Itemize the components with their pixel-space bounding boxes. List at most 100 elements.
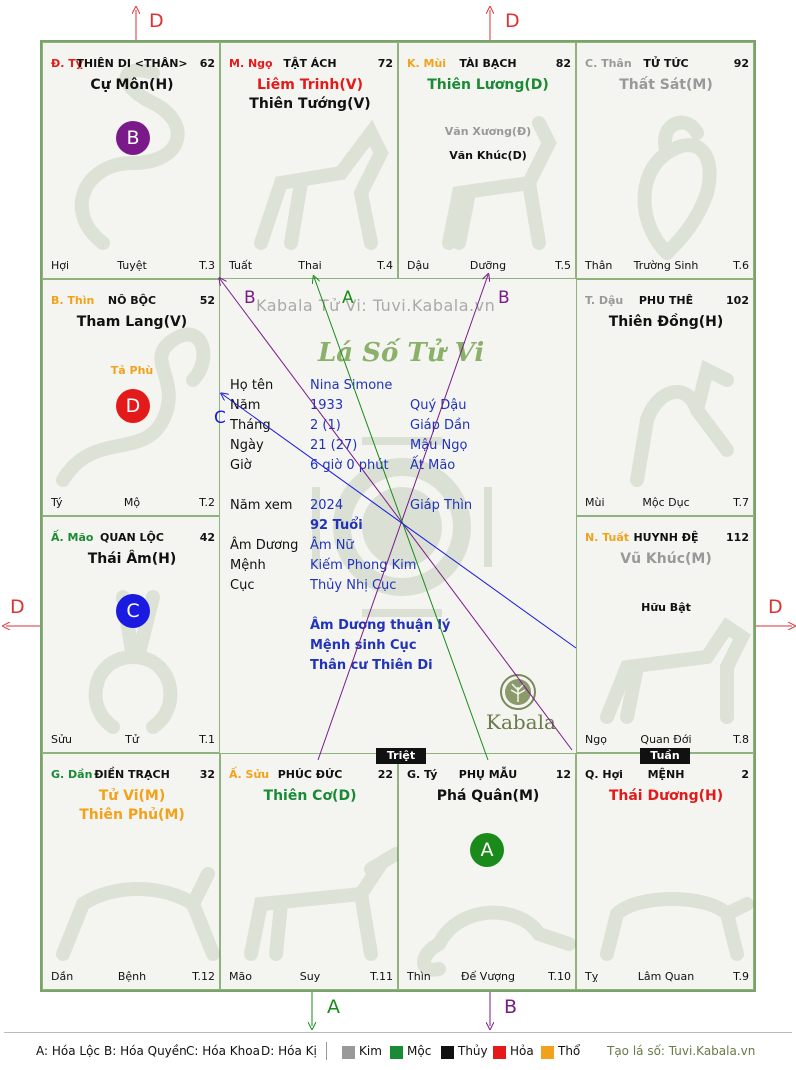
palace-name: ĐIỀN TRẠCH bbox=[94, 768, 170, 781]
palace-month: T.4 bbox=[377, 259, 393, 272]
thang-can-chi: Giáp Dần bbox=[410, 418, 471, 433]
palace-age-number: 62 bbox=[199, 57, 215, 70]
palace-stage: Bệnh bbox=[117, 970, 147, 983]
palace-age-number: 92 bbox=[733, 57, 749, 70]
note-menh-cuc: Mệnh sinh Cục bbox=[310, 638, 417, 653]
line-label-a: A bbox=[342, 288, 354, 308]
main-star: Phá Quân(M) bbox=[436, 788, 540, 804]
note-than-cu: Thân cư Thiên Di bbox=[310, 658, 433, 673]
menh-label: Mệnh bbox=[230, 558, 266, 573]
palace-can-chi: C. Thân bbox=[585, 57, 632, 70]
palace-name: NÔ BỘC bbox=[107, 294, 157, 307]
snake-icon bbox=[74, 63, 185, 250]
palace-month: T.7 bbox=[733, 496, 749, 509]
legend-hoa-loc: A: Hóa Lộc bbox=[36, 1044, 101, 1058]
palace-branch: Hợi bbox=[51, 259, 70, 272]
palace-age-number: 82 bbox=[555, 57, 571, 70]
logo-title: Lá Số Tử Vi bbox=[318, 338, 485, 368]
palace-month: T.2 bbox=[199, 496, 215, 509]
swatch-tho bbox=[541, 1046, 554, 1059]
palace-name: PHÚC ĐỨC bbox=[277, 768, 343, 781]
palace-name: PHỤ MẪU bbox=[458, 768, 518, 781]
gio-can-chi: Ất Mão bbox=[410, 458, 456, 473]
main-star: Thiên Lương(D) bbox=[427, 77, 549, 93]
ngay-can-chi: Mậu Ngọ bbox=[410, 438, 468, 453]
main-star: Tử Vi(M) bbox=[98, 788, 166, 804]
credit-link[interactable]: Tạo lá số: Tuvi.Kabala.vn bbox=[607, 1044, 756, 1058]
palace-name: PHU THÊ bbox=[638, 294, 694, 307]
palace-month: T.3 bbox=[199, 259, 215, 272]
thang-label: Tháng bbox=[230, 418, 271, 433]
palace-name: HUYNH ĐỆ bbox=[633, 531, 699, 544]
main-star: Vũ Khúc(M) bbox=[620, 551, 712, 567]
palace-branch: Thìn bbox=[407, 970, 431, 983]
palace-stage: Lâm Quan bbox=[637, 970, 695, 983]
nam-xem-label: Năm xem bbox=[230, 498, 293, 513]
rooster-icon bbox=[630, 359, 734, 487]
palace-name: TỬ TỨC bbox=[643, 57, 689, 70]
nam-xem-value: 2024 bbox=[310, 498, 344, 513]
cuc-value: Thủy Nhị Cục bbox=[310, 578, 397, 593]
transform-badge-a: A bbox=[470, 833, 504, 867]
palace-can-chi: G. Dần bbox=[51, 768, 93, 781]
monkey-icon bbox=[637, 115, 717, 260]
am-duong-value: Âm Nữ bbox=[310, 538, 354, 553]
transform-badge-c: C bbox=[116, 594, 150, 628]
swatch-thuy bbox=[441, 1046, 454, 1059]
palace-month: T.12 bbox=[192, 970, 215, 983]
transform-badge-b: B bbox=[116, 121, 150, 155]
palace-can-chi: G. Tý bbox=[407, 768, 438, 781]
palace-stage: Suy bbox=[299, 970, 321, 983]
main-star: Thất Sát(M) bbox=[619, 77, 713, 93]
minor-star: Tả Phù bbox=[110, 364, 154, 377]
legend-moc: Mộc bbox=[407, 1044, 432, 1058]
main-star: Thiên Cơ(D) bbox=[263, 788, 357, 804]
line-label-c: C bbox=[214, 408, 226, 428]
palace-month: T.10 bbox=[548, 970, 571, 983]
palace-can-chi: N. Tuất bbox=[585, 531, 630, 544]
palace-name: THIÊN DI <THÂN> bbox=[76, 57, 188, 70]
rat-icon bbox=[417, 905, 576, 977]
ngay-label: Ngày bbox=[230, 438, 264, 453]
tuoi-value: 92 Tuổi bbox=[310, 518, 363, 533]
brand-name: Kabala bbox=[486, 710, 556, 734]
arrow-label-right: D bbox=[768, 596, 783, 618]
palace-stage: Trường Sinh bbox=[633, 259, 699, 272]
dog-icon bbox=[600, 617, 752, 724]
main-star: Tham Lang(V) bbox=[76, 314, 188, 330]
palace-name: QUAN LỘC bbox=[100, 531, 164, 544]
nam-label: Năm bbox=[230, 398, 261, 413]
watermark-text: Kabala Tử Vi: Tuvi.Kabala.vn bbox=[256, 296, 496, 315]
legend-separator bbox=[326, 1042, 327, 1060]
dragon-icon bbox=[56, 327, 211, 487]
legend-hoa-quyen: B: Hóa Quyền bbox=[104, 1044, 187, 1058]
main-star: Cự Môn(H) bbox=[90, 77, 174, 93]
minor-star: Hữu Bật bbox=[641, 601, 691, 614]
palace-name: MỆNH bbox=[647, 768, 685, 781]
kabala-logo-icon bbox=[500, 674, 536, 710]
ox-icon bbox=[244, 847, 399, 961]
legend-thuy: Thủy bbox=[458, 1044, 488, 1058]
menh-value: Kiếm Phong Kim bbox=[310, 558, 417, 573]
line-label-b-1: B bbox=[244, 288, 256, 308]
palace-branch: Dần bbox=[51, 970, 74, 983]
arrow-label-left: D bbox=[10, 596, 25, 618]
palace-stage: Dưỡng bbox=[469, 259, 507, 272]
palace-stage: Thai bbox=[298, 259, 322, 272]
palace-stage: Tuyệt bbox=[117, 259, 147, 272]
palace-age-number: 2 bbox=[741, 768, 749, 781]
palace-stage: Mộ bbox=[123, 496, 141, 509]
arrow-label-top-left: D bbox=[149, 10, 164, 32]
nam-xem-can-chi: Giáp Thìn bbox=[410, 498, 473, 513]
palace-age-number: 22 bbox=[377, 768, 393, 781]
palace-age-number: 12 bbox=[555, 768, 571, 781]
palace-stage: Quan Đới bbox=[640, 733, 692, 746]
palace-branch: Mão bbox=[229, 970, 252, 983]
main-star: Thiên Tướng(V) bbox=[249, 96, 371, 112]
palace-can-chi: Q. Hợi bbox=[585, 768, 623, 781]
